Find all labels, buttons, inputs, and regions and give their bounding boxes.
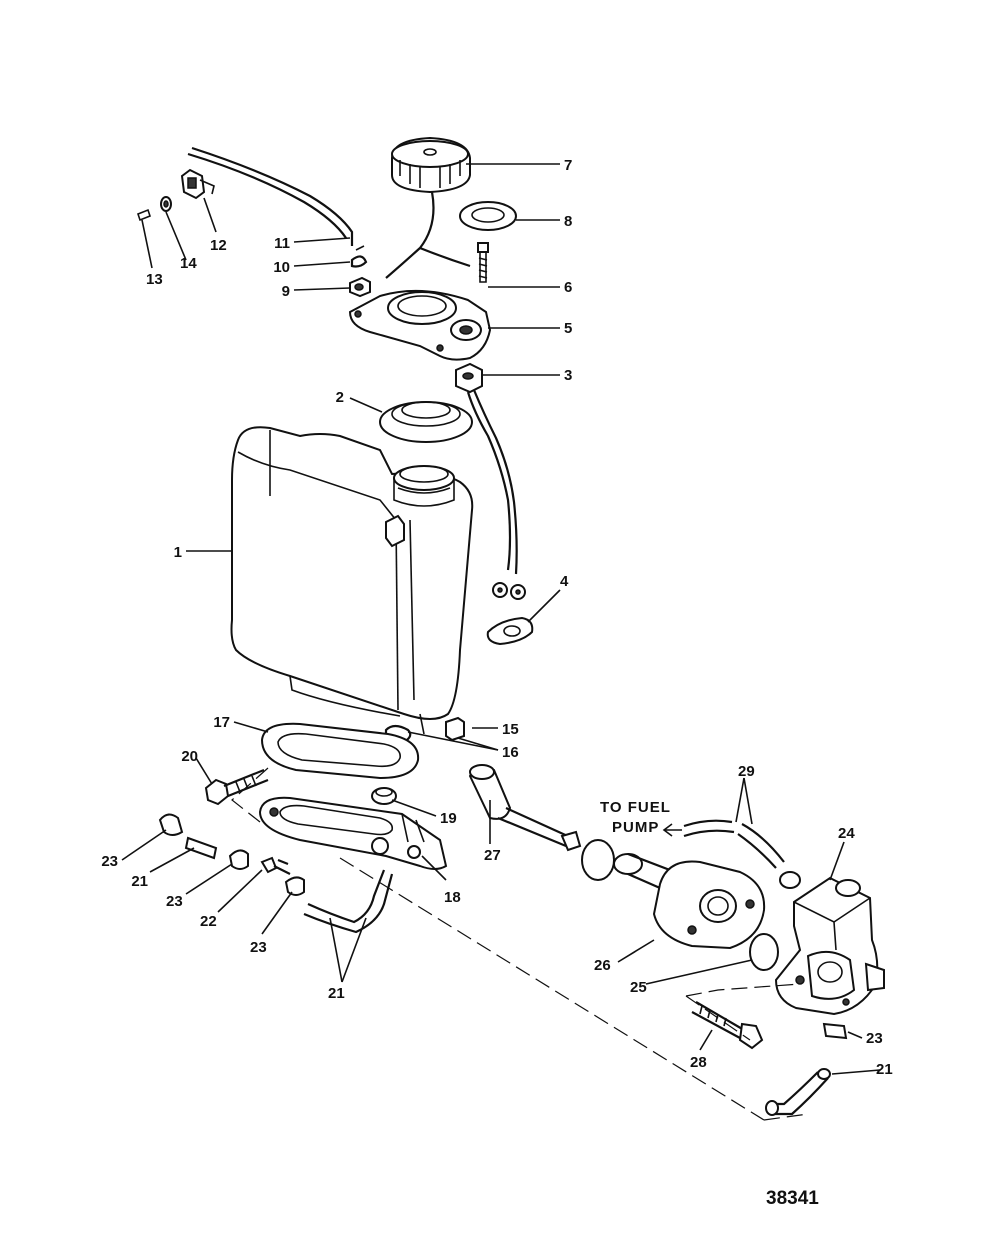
left-hose-hardware — [158, 813, 394, 934]
fuel-hose-drawing — [662, 819, 785, 869]
callout-line-2: PUMP — [612, 819, 659, 836]
part-label-2: 2 — [336, 389, 344, 406]
part-label-6: 6 — [564, 279, 572, 296]
part-label-16: 16 — [502, 744, 519, 761]
part-labels: 1 2 3 4 5 6 7 8 9 10 11 12 13 14 15 16 1… — [101, 157, 892, 1078]
part-label-17: 17 — [213, 714, 230, 731]
part-label-20: 20 — [181, 748, 198, 765]
part-label-26: 26 — [594, 957, 611, 974]
part-label-21a: 21 — [131, 873, 148, 890]
part-label-25: 25 — [630, 979, 647, 996]
grommet-2-drawing — [379, 401, 473, 443]
seal-drawing — [260, 722, 420, 780]
small-hardware-top — [137, 146, 371, 298]
fill-cap-drawing — [385, 136, 471, 279]
bolt-28-drawing — [691, 1001, 764, 1050]
part-label-23d: 23 — [866, 1030, 883, 1047]
part-label-28: 28 — [690, 1054, 707, 1071]
part-label-21c: 21 — [876, 1061, 893, 1078]
part-label-27: 27 — [484, 847, 501, 864]
sensor-bracket-drawing — [486, 616, 534, 646]
part-label-10: 10 — [273, 259, 290, 276]
leader-lines — [121, 163, 881, 1075]
bolt-20-drawing — [204, 768, 269, 806]
figure-number: 38341 — [766, 1188, 819, 1209]
part-label-13: 13 — [146, 271, 163, 288]
o-ring-upper-drawing — [581, 839, 615, 881]
part-label-7: 7 — [564, 157, 572, 174]
part-label-1: 1 — [174, 544, 182, 561]
sensor-drawing — [455, 362, 526, 600]
part-label-21b: 21 — [328, 985, 345, 1002]
grommet-19-drawing — [371, 787, 397, 805]
lower-right-hose — [765, 1022, 848, 1116]
part-label-23c: 23 — [250, 939, 267, 956]
part-label-23a: 23 — [101, 853, 118, 870]
part-label-14: 14 — [180, 255, 197, 272]
gasket-drawing — [459, 201, 517, 231]
part-label-15: 15 — [502, 721, 519, 738]
cap-bracket-drawing — [348, 289, 492, 361]
part-label-4: 4 — [560, 573, 569, 590]
oil-pump-drawing — [774, 871, 885, 1016]
part-label-19: 19 — [440, 810, 457, 827]
o-ring-lower-drawing — [749, 933, 779, 971]
pump-housing-drawing — [613, 852, 766, 950]
part-label-24: 24 — [838, 825, 855, 842]
screw-6-drawing — [477, 242, 489, 283]
part-label-23b: 23 — [166, 893, 183, 910]
part-label-8: 8 — [564, 213, 572, 230]
oil-filter-drawing — [468, 764, 582, 852]
oil-tank-drawing — [230, 426, 474, 735]
assembly-dashed-lines — [231, 767, 809, 1121]
part-label-29: 29 — [738, 763, 755, 780]
to-fuel-pump-callout: TO FUEL PUMP — [600, 799, 671, 836]
tank-mount-drawing — [258, 796, 448, 870]
part-label-5: 5 — [564, 320, 572, 337]
part-label-12: 12 — [210, 237, 227, 254]
part-label-18: 18 — [444, 889, 461, 906]
part-label-22: 22 — [200, 913, 217, 930]
part-label-3: 3 — [564, 367, 572, 384]
part-label-9: 9 — [282, 283, 290, 300]
callout-line-1: TO FUEL — [600, 799, 671, 816]
part-label-11: 11 — [274, 235, 290, 252]
